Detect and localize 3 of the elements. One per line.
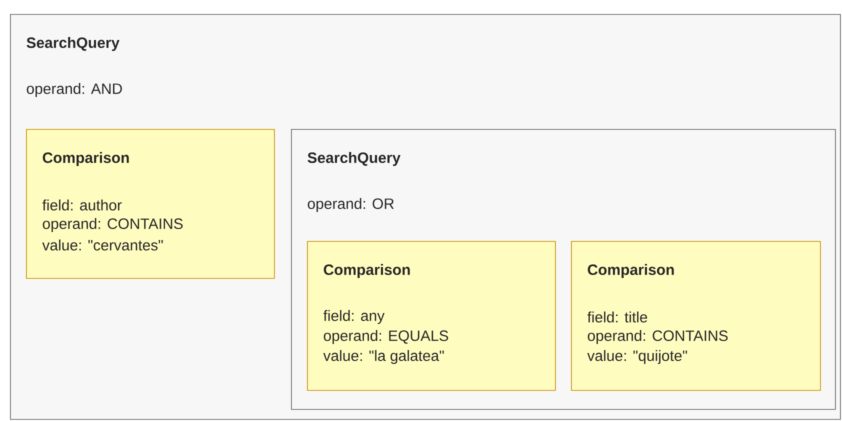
comparison-box: Comparison field: title operand: CONTAINS value: "quijote" — [571, 241, 821, 391]
comparison-box: Comparison field: author operand: CONTAINS value: "cervantes" — [26, 129, 275, 279]
comparison-box: Comparison field: any operand: EQUALS value: "la galatea" — [307, 241, 556, 391]
